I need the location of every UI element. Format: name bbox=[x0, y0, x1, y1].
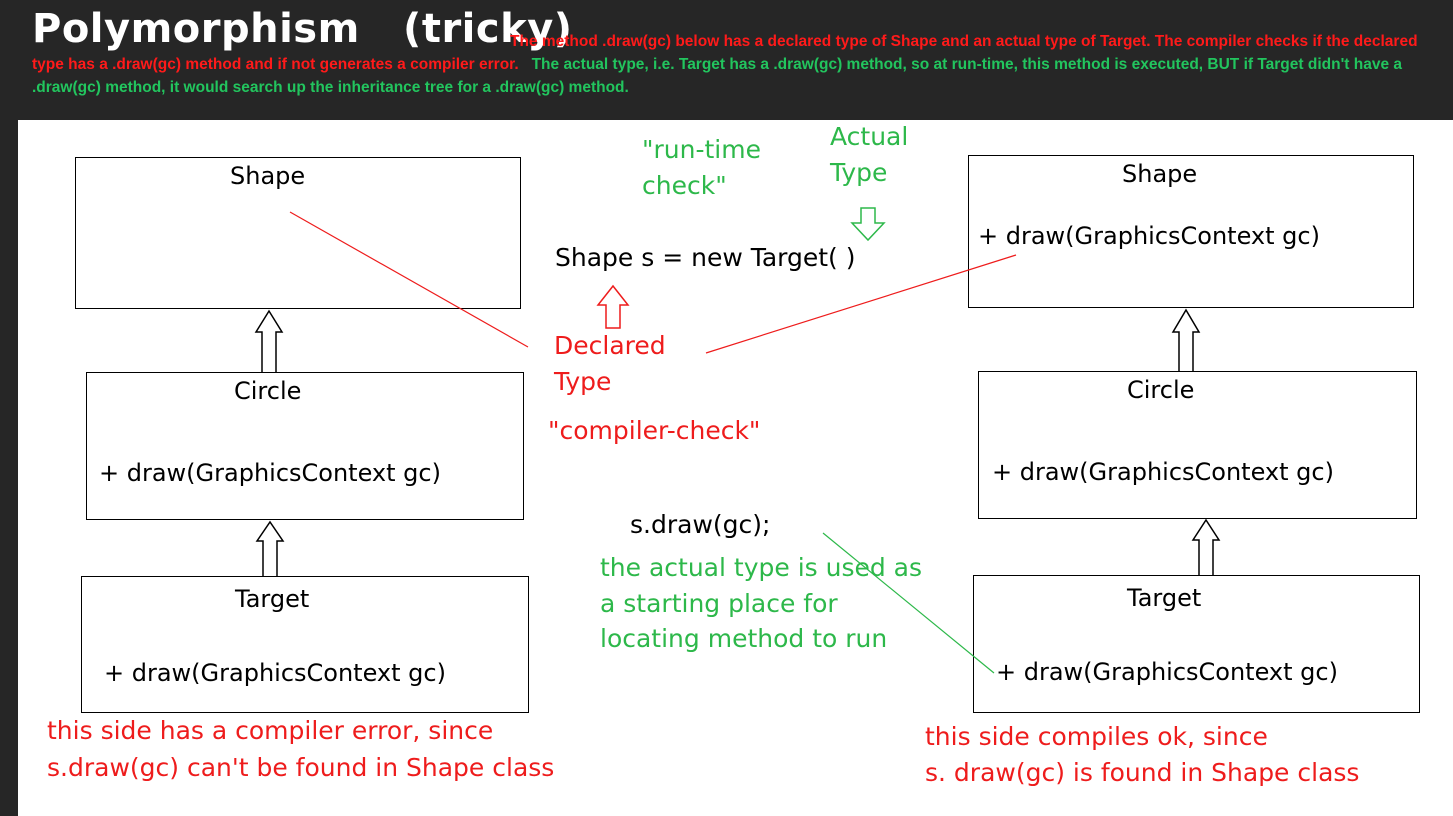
diagram-canvas: Shape Circle + draw(GraphicsContext gc) … bbox=[18, 120, 1453, 816]
declaration-statement: Shape s = new Target( ) bbox=[555, 243, 856, 272]
right-circle-box: Circle + draw(GraphicsContext gc) bbox=[978, 371, 1417, 519]
header: Polymorphism (tricky) The method .draw(g… bbox=[0, 0, 1453, 120]
right-shape-box: Shape + draw(GraphicsContext gc) bbox=[968, 155, 1414, 308]
left-inherit-arrow-circle-to-shape bbox=[254, 309, 284, 372]
right-circle-method: + draw(GraphicsContext gc) bbox=[992, 458, 1334, 486]
runtime-check-line1: "run-time bbox=[642, 135, 761, 164]
left-note-line2: s.draw(gc) can't be found in Shape class bbox=[47, 753, 555, 782]
desc-red: The method .draw(gc) below has a declare… bbox=[32, 33, 1418, 73]
method-call: s.draw(gc); bbox=[630, 510, 771, 539]
declared-type-up-arrow bbox=[596, 284, 630, 329]
right-target-box: Target + draw(GraphicsContext gc) bbox=[973, 575, 1420, 713]
explanation-line3: locating method to run bbox=[600, 624, 888, 653]
right-circle-name: Circle bbox=[1127, 376, 1195, 404]
left-shape-box: Shape bbox=[75, 157, 521, 309]
actual-type-line1: Actual bbox=[830, 122, 909, 151]
left-target-name: Target bbox=[235, 585, 310, 613]
right-note-line2: s. draw(gc) is found in Shape class bbox=[925, 758, 1360, 787]
diagram-lines bbox=[254, 207, 1221, 674]
left-circle-method: + draw(GraphicsContext gc) bbox=[99, 459, 441, 487]
declared-type-line2: Type bbox=[554, 367, 612, 396]
right-inherit-arrow-target-to-circle bbox=[1191, 518, 1221, 575]
left-note-line1: this side has a compiler error, since bbox=[47, 716, 494, 745]
left-target-method: + draw(GraphicsContext gc) bbox=[104, 659, 446, 687]
slide-description: The method .draw(gc) below has a declare… bbox=[32, 30, 1432, 99]
left-circle-name: Circle bbox=[234, 377, 302, 405]
right-shape-name: Shape bbox=[1122, 160, 1198, 188]
runtime-check-line2: check" bbox=[642, 171, 727, 200]
right-target-name: Target bbox=[1127, 584, 1202, 612]
compiler-check-label: "compiler-check" bbox=[548, 416, 761, 445]
left-circle-box: Circle + draw(GraphicsContext gc) bbox=[86, 372, 524, 520]
green-line-to-right-target bbox=[822, 532, 995, 674]
explanation-line1: the actual type is used as bbox=[600, 553, 923, 582]
right-shape-method: + draw(GraphicsContext gc) bbox=[978, 222, 1320, 250]
right-inherit-arrow-circle-to-shape bbox=[1171, 308, 1201, 371]
red-line-left-shape bbox=[289, 211, 529, 348]
desc-green: The actual type, i.e. Target has a .draw… bbox=[32, 56, 1402, 96]
declared-type-line1: Declared bbox=[554, 331, 666, 360]
red-line-right-shape bbox=[705, 254, 1017, 354]
actual-type-down-arrow bbox=[850, 207, 886, 242]
explanation-line2: a starting place for bbox=[600, 589, 838, 618]
right-note-line1: this side compiles ok, since bbox=[925, 722, 1268, 751]
left-inherit-arrow-target-to-circle bbox=[255, 520, 285, 576]
actual-type-line2: Type bbox=[830, 158, 888, 187]
left-target-box: Target + draw(GraphicsContext gc) bbox=[81, 576, 529, 713]
left-shape-name: Shape bbox=[230, 162, 306, 190]
slide-title: Polymorphism (tricky) bbox=[32, 6, 573, 52]
right-target-method: + draw(GraphicsContext gc) bbox=[996, 658, 1338, 686]
